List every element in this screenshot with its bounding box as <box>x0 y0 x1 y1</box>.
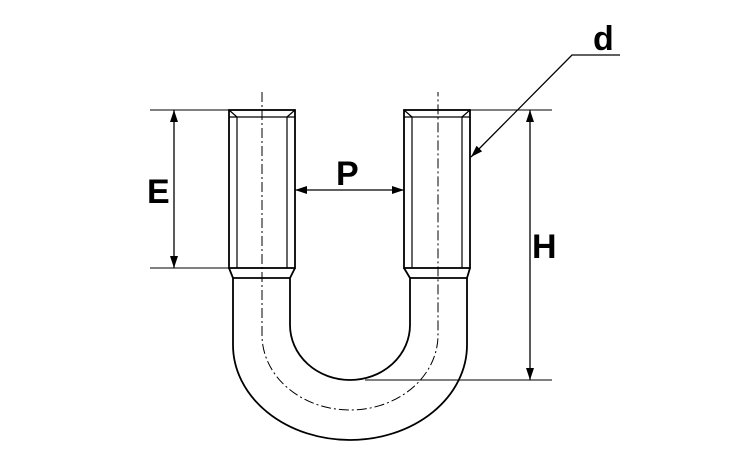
label-h: H <box>532 228 557 266</box>
left-thread-lines <box>228 109 296 268</box>
label-d: d <box>593 20 614 58</box>
u-bolt-outline <box>232 278 468 441</box>
right-thread-lines <box>403 109 471 268</box>
center-lines <box>261 92 439 411</box>
label-p: P <box>336 155 359 193</box>
right-threaded-leg <box>403 109 471 279</box>
label-e: E <box>147 173 170 211</box>
extension-lines <box>150 109 552 381</box>
leader-d-line <box>470 54 620 158</box>
